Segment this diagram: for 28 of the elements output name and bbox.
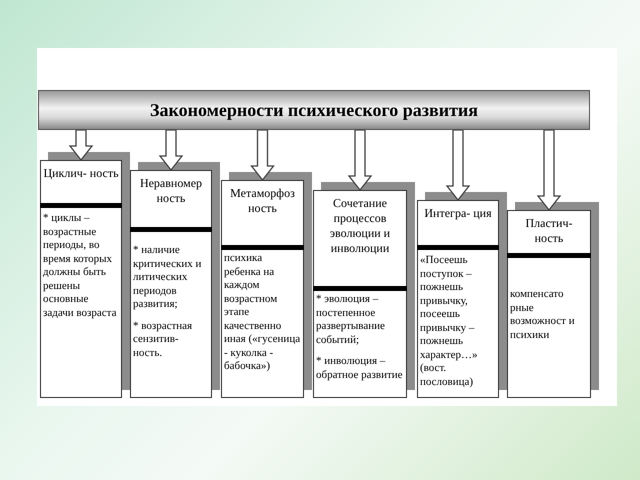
category-box [40,160,122,398]
category-box [130,170,212,398]
box-heading: Пластич- ность [524,216,574,246]
block-arrow [158,129,184,172]
box-description: компенсато рные возможност и психики [510,288,576,342]
box-description: * инволюция – обратное развитие [316,355,404,382]
category-box [313,190,407,398]
category-box [507,210,591,398]
block-arrow [446,129,470,202]
category-box [221,180,304,398]
block-arrow [68,129,94,162]
box-heading: Сочетание процессов эволюции и инволюции [328,196,392,256]
box-heading: Циклич- ность [43,166,119,181]
box-description: * наличие критических и литических периодов развития; [133,244,202,312]
block-arrow [348,129,372,192]
box-description: * циклы – возрастные периоды, во время которых должны быть решены основные задачи возраста [43,212,118,320]
box-heading: Интегра- ция [424,206,492,221]
block-arrow [536,129,562,212]
box-heading: Метаморфоз ность [229,186,296,216]
title-bar [38,90,590,130]
box-heading: Неравномер ность [138,176,204,206]
box-description: «Посеешь поступок – пожнешь привычку, посеешь привычку – пожнешь характер…» (вост. пословица) [420,254,479,389]
block-arrow [250,129,275,182]
box-description: психика ребенка на каждом возрастном этапе качественно иная («гусеница - куколка - бабочка») [224,252,301,374]
box-description: * эволюция – постепенное развертывание событий; [316,293,386,347]
node-label: Закономерности психического развития [150,98,478,122]
box-description: * возрастная сензитив- ность. [133,320,194,360]
category-box [417,200,499,398]
